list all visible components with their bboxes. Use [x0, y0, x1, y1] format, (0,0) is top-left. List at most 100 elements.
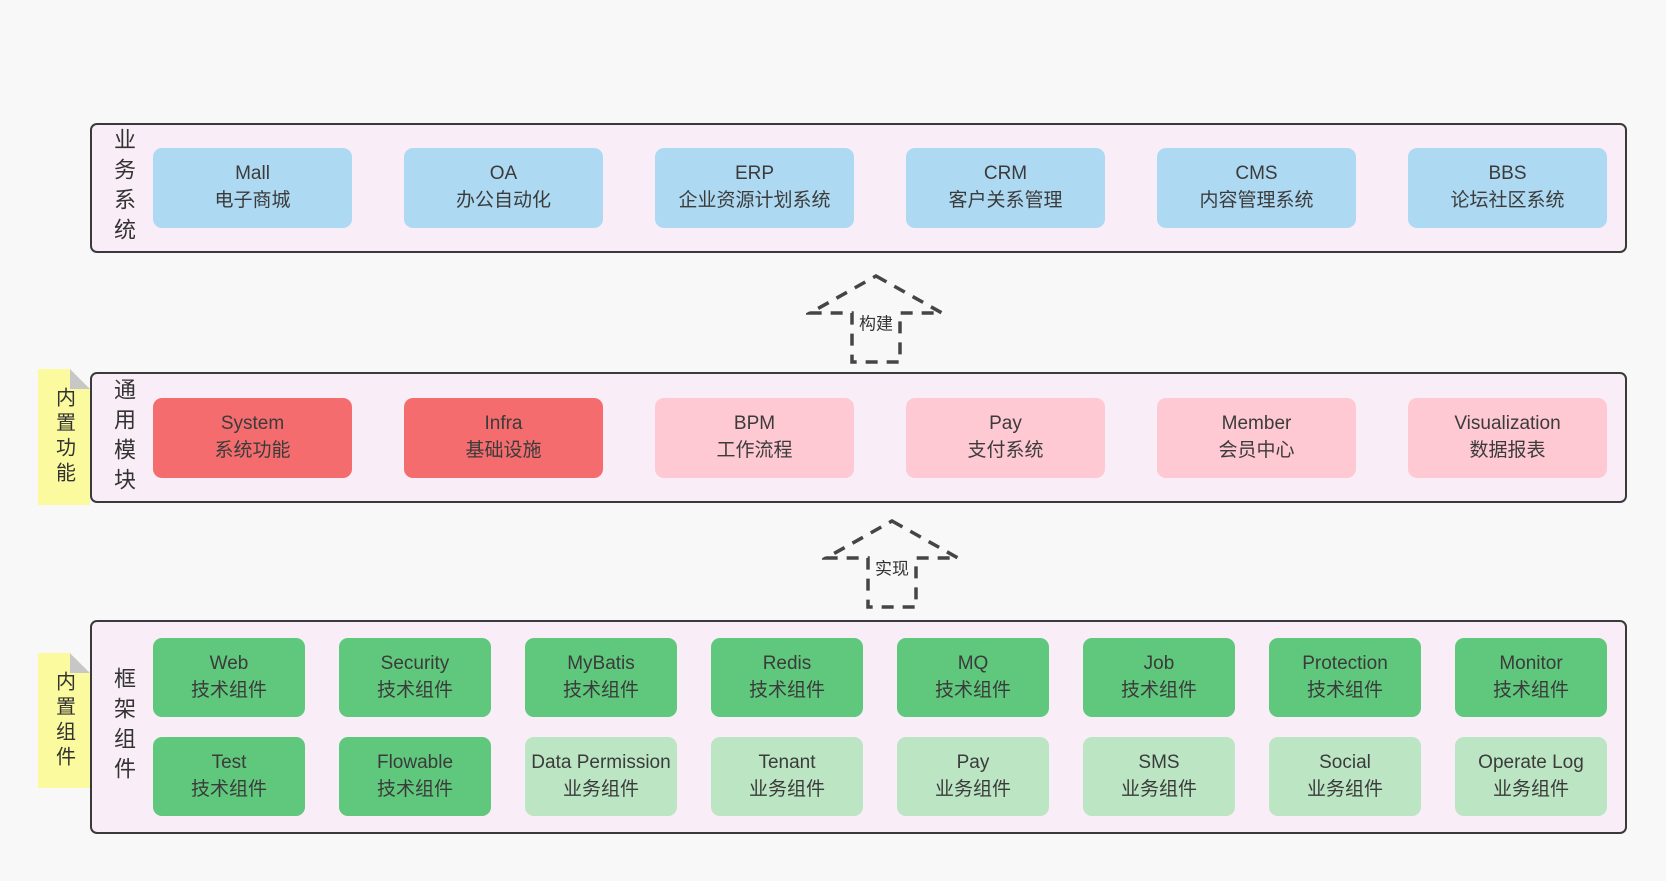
folded-corner-icon: [70, 653, 90, 673]
module-box-name: Monitor: [1499, 652, 1563, 674]
module-box-desc: 技术组件: [376, 679, 453, 701]
module-box-social: Social 业务组件: [1269, 737, 1421, 816]
module-box-mq: MQ 技术组件: [897, 638, 1049, 717]
dashed-up-arrow-icon: [806, 273, 946, 364]
module-box-cms: CMS 内容管理系统: [1157, 148, 1356, 228]
module-box-pay: Pay 支付系统: [906, 397, 1105, 478]
module-box-name: Pay: [956, 751, 990, 773]
module-box-name: Infra: [484, 412, 523, 434]
module-box-name: Flowable: [376, 751, 454, 773]
module-box-name: Test: [211, 751, 247, 773]
module-box-desc: 技术组件: [562, 679, 639, 701]
module-box-operate-log: Operate Log 业务组件: [1455, 737, 1607, 816]
module-box-bpm: BPM 工作流程: [655, 397, 854, 478]
dashed-up-arrow-icon: [822, 518, 962, 609]
module-box-name: Operate Log: [1478, 751, 1584, 773]
module-box-redis: Redis 技术组件: [711, 638, 863, 717]
module-box-desc: 办公自动化: [455, 190, 551, 211]
module-box-desc: 业务组件: [1306, 778, 1383, 800]
module-box-desc: 技术组件: [190, 679, 267, 701]
arrow-implement-label: 实现: [872, 552, 912, 582]
module-box-sms: SMS 业务组件: [1083, 737, 1235, 816]
module-box-flowable: Flowable 技术组件: [339, 737, 491, 816]
module-box-name: CMS: [1235, 163, 1278, 185]
module-box-desc: 企业资源计划系统: [678, 190, 831, 211]
module-box-desc: 业务组件: [934, 778, 1011, 800]
module-box-desc: 技术组件: [1120, 679, 1197, 701]
module-box-monitor: Monitor 技术组件: [1455, 638, 1607, 717]
module-box-mall: Mall 电子商城: [153, 148, 352, 228]
module-box-name: Security: [380, 652, 450, 674]
module-box-desc: 数据报表: [1469, 439, 1546, 461]
module-box-name: ERP: [734, 163, 775, 185]
module-box-name: CRM: [983, 163, 1028, 185]
arrow-implement: 实现: [822, 518, 962, 610]
module-box-name: Data Permission: [531, 751, 671, 773]
sticky-tag-builtin-features-label: 内置功能: [52, 387, 75, 487]
module-box-desc: 技术组件: [748, 679, 825, 701]
module-box-desc: 业务组件: [748, 778, 825, 800]
module-box-name: Pay: [989, 412, 1022, 434]
module-box-desc: 支付系统: [967, 439, 1044, 461]
module-box-data-permission: Data Permission 业务组件: [525, 737, 677, 816]
folded-corner-icon: [70, 369, 90, 389]
module-box-desc: 系统功能: [214, 439, 291, 461]
module-box-desc: 客户关系管理: [948, 190, 1063, 211]
module-box-name: BBS: [1488, 163, 1527, 185]
module-box-tenant: Tenant 业务组件: [711, 737, 863, 816]
module-box-desc: 技术组件: [1492, 679, 1569, 701]
module-box-name: System: [220, 412, 285, 434]
module-box-job: Job 技术组件: [1083, 638, 1235, 717]
module-box-system: System 系统功能: [153, 397, 352, 478]
module-box-protection: Protection 技术组件: [1269, 638, 1421, 717]
module-box-member: Member 会员中心: [1157, 397, 1356, 478]
module-box-desc: 工作流程: [716, 439, 793, 461]
module-box-desc: 业务组件: [1120, 778, 1197, 800]
common-modules-rows: System 系统功能 Infra 基础设施 BPM 工作流程 Pay 支付系统 Member 会…: [153, 374, 1625, 501]
layer-common-modules-label: 通用模块: [111, 377, 136, 498]
layer-common-modules: 通用模块 System 系统功能 Infra 基础设施 BPM 工作流程 Pay 支付系统 Me…: [90, 372, 1627, 503]
module-box-name: MyBatis: [567, 652, 635, 674]
module-box-mybatis: MyBatis 技术组件: [525, 638, 677, 717]
module-box-name: Job: [1143, 652, 1175, 674]
arrow-build: 构建: [806, 273, 946, 365]
module-box-name: Web: [209, 652, 249, 674]
module-box-infra: Infra 基础设施: [404, 397, 603, 478]
module-box-pay: Pay 业务组件: [897, 737, 1049, 816]
module-box-crm: CRM 客户关系管理: [906, 148, 1105, 228]
module-box-name: Protection: [1302, 652, 1388, 674]
module-box-name: SMS: [1138, 751, 1180, 773]
module-box-desc: 会员中心: [1218, 439, 1295, 461]
module-box-name: Mall: [235, 163, 270, 185]
layer-framework-components-label: 框架组件: [111, 667, 136, 787]
module-box-name: Tenant: [758, 751, 816, 773]
module-box-desc: 业务组件: [1492, 778, 1569, 800]
module-box-desc: 基础设施: [465, 439, 542, 461]
module-box-name: MQ: [957, 652, 989, 674]
module-box-desc: 电子商城: [214, 190, 291, 211]
module-box-name: BPM: [733, 412, 776, 434]
arrow-build-label: 构建: [856, 307, 896, 337]
module-row: System 系统功能 Infra 基础设施 BPM 工作流程 Pay 支付系统 Member 会…: [153, 397, 1625, 478]
module-box-desc: 论坛社区系统: [1450, 190, 1565, 211]
module-box-name: Redis: [762, 652, 812, 674]
module-box-desc: 内容管理系统: [1199, 190, 1314, 211]
module-box-desc: 业务组件: [562, 778, 639, 800]
module-box-desc: 技术组件: [934, 679, 1011, 701]
module-box-desc: 技术组件: [376, 778, 453, 800]
module-box-bbs: BBS 论坛社区系统: [1408, 148, 1607, 228]
sticky-tag-builtin-features: 内置功能: [38, 369, 90, 505]
module-box-name: Social: [1319, 751, 1371, 773]
module-box-name: Member: [1221, 412, 1292, 434]
module-box-desc: 技术组件: [1306, 679, 1383, 701]
module-box-security: Security 技术组件: [339, 638, 491, 717]
